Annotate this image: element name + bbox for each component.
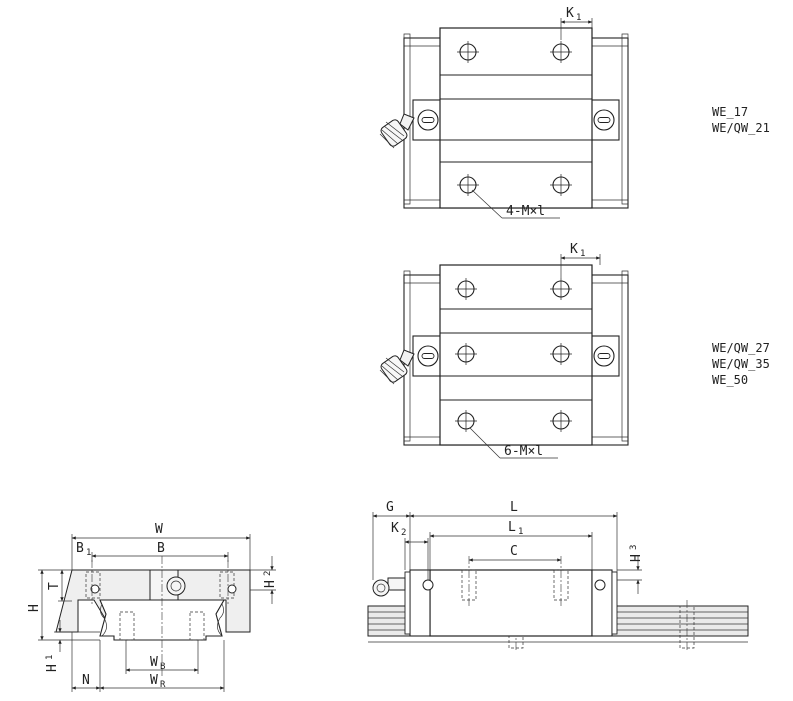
series-note-weqw21: WE/QW_21 [712, 121, 770, 135]
dim-h2-subscript: 2 [263, 571, 273, 576]
side-view: G L L 1 K 2 C H 3 [367, 500, 749, 650]
dim-k1-subscript-b: 1 [580, 249, 585, 259]
dim-k1-label: K [566, 6, 574, 21]
dim-h3-label: H [629, 554, 644, 562]
dim-b1-label: B [76, 541, 84, 556]
dim-t-label: T [47, 582, 62, 590]
series-note-we50: WE_50 [712, 373, 748, 387]
top-view-6-hole: K 1 6-M×l [378, 242, 629, 459]
series-note-weqw27: WE/QW_27 [712, 341, 770, 355]
dim-wr-label: W [150, 673, 158, 688]
dim-c-label: C [510, 544, 518, 559]
dim-b-label: B [157, 541, 165, 556]
dim-h-label: H [27, 604, 42, 612]
dim-wr-subscript: R [160, 680, 166, 690]
series-note-we17: WE_17 [712, 105, 748, 119]
hole-callout-6: 6-M×l [504, 444, 543, 459]
front-view: W B B 1 H T H 1 H 2 N [27, 522, 278, 692]
dim-l1-label: L [508, 520, 516, 535]
dim-b1-subscript: 1 [86, 548, 91, 558]
series-note-weqw35: WE/QW_35 [712, 357, 770, 371]
dim-h2-label: H [263, 580, 278, 588]
dim-wb-label: W [150, 655, 158, 670]
dim-h1-subscript: 1 [45, 655, 55, 660]
dim-k2-label: K [391, 521, 399, 536]
dim-w-label: W [155, 522, 163, 537]
dim-k1-label-b: K [570, 242, 578, 257]
dim-l1-subscript: 1 [518, 527, 523, 537]
hole-callout-4: 4-M×l [506, 204, 545, 219]
dim-h3-subscript: 3 [629, 545, 639, 550]
dim-n-label: N [82, 673, 90, 688]
dim-k1-subscript: 1 [576, 13, 581, 23]
dim-g-label: G [386, 500, 394, 515]
dim-h1-label: H [45, 664, 60, 672]
dim-wb-subscript: B [160, 662, 165, 672]
top-view-4-hole: K 1 4-M×l [378, 6, 629, 219]
dim-k2-subscript: 2 [401, 528, 406, 538]
dim-l-label: L [510, 500, 518, 515]
